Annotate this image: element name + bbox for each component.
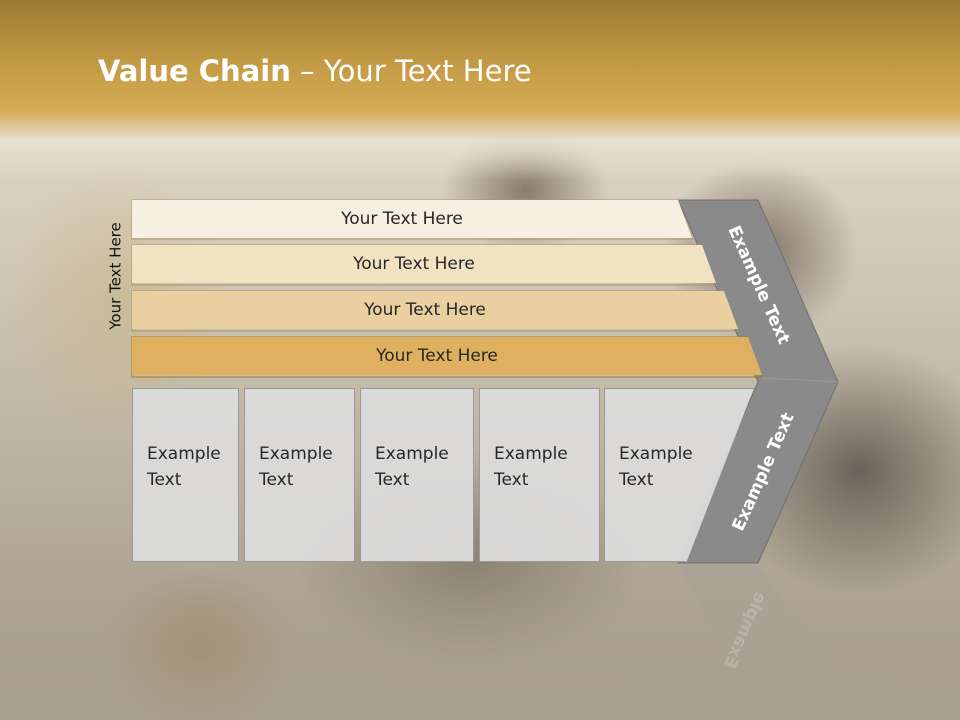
- box-5-line1: Example: [619, 444, 693, 464]
- band-4[interactable]: Your Text Here: [132, 337, 762, 375]
- band-2[interactable]: Your Text Here: [132, 245, 716, 283]
- box-2-line2: Text: [259, 470, 294, 490]
- box-4-line1: Example: [494, 444, 568, 464]
- box-3-line2: Text: [375, 470, 410, 490]
- band-1-label: Your Text Here: [341, 209, 463, 229]
- header-bar: [0, 0, 960, 180]
- slide-title[interactable]: Value Chain – Your Text Here: [98, 54, 532, 88]
- title-rest: – Your Text Here: [290, 54, 532, 88]
- band-3-label: Your Text Here: [364, 300, 486, 320]
- box-2-line1: Example: [259, 444, 333, 464]
- title-bold: Value Chain: [98, 54, 291, 88]
- box-3-line1: Example: [375, 444, 449, 464]
- chevron-divider: [762, 377, 839, 383]
- band-3[interactable]: Your Text Here: [132, 291, 738, 329]
- band-2-label: Your Text Here: [353, 254, 475, 274]
- band-1[interactable]: Your Text Here: [132, 200, 692, 238]
- box-1-line1: Example: [147, 444, 221, 464]
- chevron-reflection: [678, 565, 838, 720]
- box-4-line2: Text: [494, 470, 529, 490]
- box-1-line2: Text: [147, 470, 182, 490]
- band-4-label: Your Text Here: [376, 346, 498, 366]
- box-5-line2: Text: [619, 470, 654, 490]
